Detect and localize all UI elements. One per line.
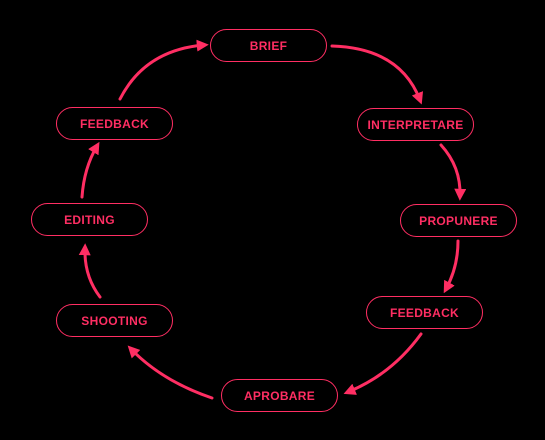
arrow-editing-to-feedback bbox=[80, 141, 100, 199]
step-shooting: SHOOTING bbox=[56, 304, 173, 337]
step-interpretare: INTERPRETARE bbox=[357, 108, 474, 141]
arrow-interpretare-to-propunere bbox=[439, 143, 467, 201]
arrow-aprobare-to-shooting bbox=[127, 345, 214, 400]
arrow-feedback-to-brief bbox=[118, 39, 209, 101]
step-brief: BRIEF bbox=[210, 29, 327, 62]
step-feedback-final: FEEDBACK bbox=[56, 107, 173, 140]
arrow-shooting-to-editing bbox=[78, 243, 102, 299]
arrow-feedback-to-aprobare bbox=[343, 332, 423, 395]
step-editing: EDITING bbox=[31, 203, 148, 236]
step-aprobare: APROBARE bbox=[221, 379, 338, 412]
arrow-propunere-to-feedback bbox=[443, 239, 460, 294]
step-feedback-client: FEEDBACK bbox=[366, 296, 483, 329]
arrow-brief-to-interpretare bbox=[330, 44, 424, 105]
step-propunere: PROPUNERE bbox=[400, 204, 517, 237]
